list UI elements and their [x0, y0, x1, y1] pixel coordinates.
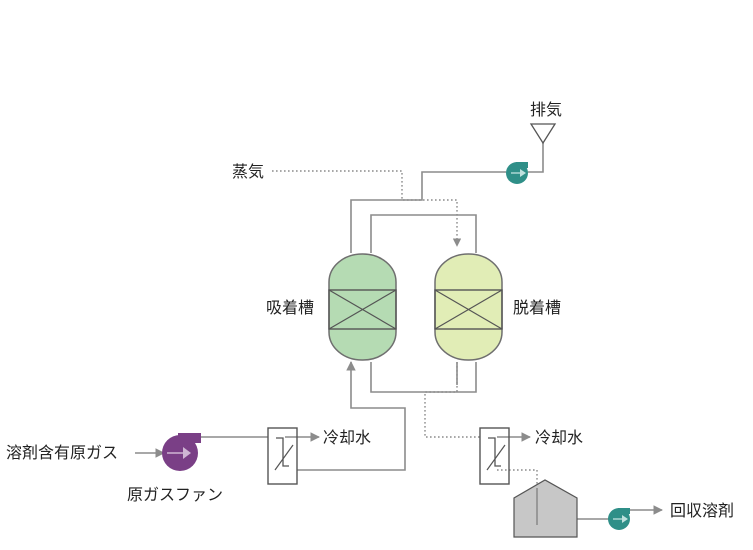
- fan-icon: [162, 433, 201, 471]
- condenser-2-icon: [479, 427, 510, 485]
- adsorber-outlet-line: [350, 171, 506, 253]
- condenser-to-adsorber-line: [297, 361, 406, 471]
- receiver-tank: [513, 479, 578, 538]
- steam-label: 蒸気: [232, 162, 264, 181]
- adsorber-crossover-line: [370, 214, 477, 253]
- recovery-pump-icon: [608, 508, 630, 530]
- condenser-1-icon: [267, 427, 298, 485]
- desorption-tank-label: 脱着槽: [513, 298, 561, 317]
- triangle-vent-icon: [529, 123, 557, 145]
- exhaust-pump-to-vent-line: [528, 143, 544, 173]
- cooling-water-1-label: 冷却水: [323, 428, 371, 447]
- desorption-tank: [434, 253, 503, 361]
- exhaust-pump-icon: [506, 162, 528, 184]
- exhaust-label: 排気: [530, 100, 562, 119]
- bottom-crossover-line-a: [370, 362, 477, 393]
- raw-gas-label: 溶剤含有原ガス: [6, 443, 118, 462]
- steam-line: [272, 170, 462, 247]
- raw-gas-fan-label: 原ガスファン: [127, 485, 223, 504]
- desorber-outlet-steam-line: [424, 362, 480, 438]
- adsorption-tank-label: 吸着槽: [266, 298, 314, 317]
- recovered-solvent-label: 回収溶剤: [670, 501, 734, 520]
- cooling-water-2-label: 冷却水: [535, 428, 583, 447]
- adsorption-tank: [328, 253, 397, 361]
